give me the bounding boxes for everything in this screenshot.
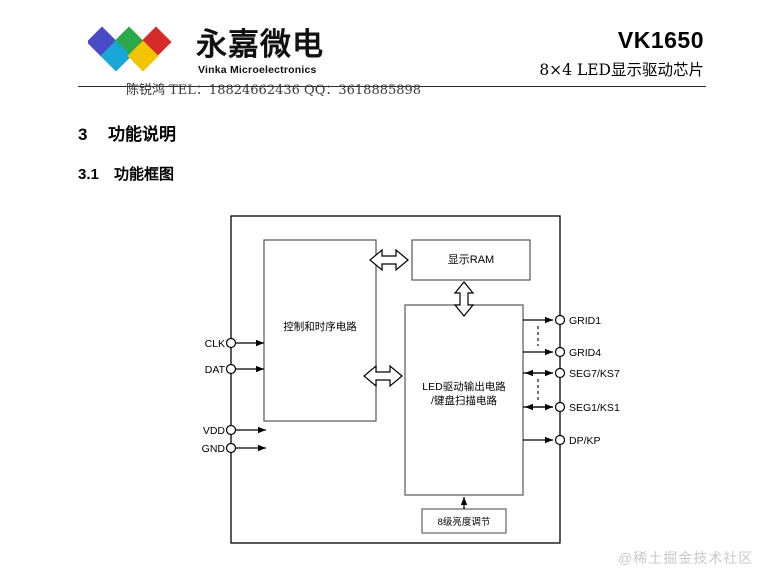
- brand-name-cn: 永嘉微电: [196, 27, 324, 63]
- pin-node-grid1: [554, 314, 566, 326]
- block-display-ram: [411, 239, 531, 281]
- connector-control-driver: [363, 364, 403, 388]
- block-led-driver-label-line2: /键盘扫描电路: [431, 394, 497, 407]
- pin-label-grid4: GRID4: [569, 347, 601, 359]
- pin-node-seg1: [554, 401, 566, 413]
- pin-node-gnd: [225, 442, 237, 454]
- pin-node-clk: [225, 337, 237, 349]
- section-heading-3-1: 3.1 功能框图: [78, 163, 174, 184]
- pin-node-dpkp: [554, 434, 566, 446]
- pin-label-dpkp: DP/KP: [569, 435, 601, 447]
- connector-control-ram: [369, 248, 409, 272]
- block-display-ram-label: 显示RAM: [448, 253, 494, 266]
- pin-node-grid4: [554, 346, 566, 358]
- section-heading-3: 3 功能说明: [78, 120, 176, 145]
- brand-name-en: Vinka Microelectronics: [198, 64, 317, 76]
- connector-ram-driver: [453, 281, 475, 317]
- block-led-driver-label-line1: LED驱动输出电路: [422, 380, 506, 393]
- pin-label-dat: DAT: [205, 364, 226, 376]
- pin-label-seg1: SEG1/KS1: [569, 402, 620, 414]
- pin-label-seg7: SEG7/KS7: [569, 368, 620, 380]
- subsection-title: 功能框图: [114, 166, 175, 183]
- header-divider: [78, 86, 706, 87]
- pin-node-vdd: [225, 424, 237, 436]
- watermark: @稀土掘金技术社区: [618, 550, 754, 566]
- part-number: VK1650: [617, 27, 704, 53]
- pin-label-vdd: VDD: [203, 425, 226, 437]
- part-subtitle: 8×4 LED显示驱动芯片: [539, 61, 704, 79]
- pin-label-grid1: GRID1: [569, 315, 601, 327]
- chip-boundary: [230, 215, 561, 544]
- pin-label-clk: CLK: [205, 338, 225, 350]
- section-number: 3: [78, 125, 88, 144]
- contact-line: 陈锐鸿 TEL：18824662436 QQ：3618885898: [126, 83, 422, 98]
- pin-node-dat: [225, 363, 237, 375]
- pin-node-seg7: [554, 367, 566, 379]
- block-brightness-label: 8级亮度调节: [438, 516, 491, 528]
- vinka-logo-icon: [88, 26, 196, 74]
- pin-label-gnd: GND: [202, 443, 226, 455]
- block-control-timing: [263, 239, 377, 422]
- block-control-timing-label: 控制和时序电路: [283, 320, 357, 333]
- section-title: 功能说明: [108, 125, 176, 144]
- subsection-number: 3.1: [78, 166, 99, 183]
